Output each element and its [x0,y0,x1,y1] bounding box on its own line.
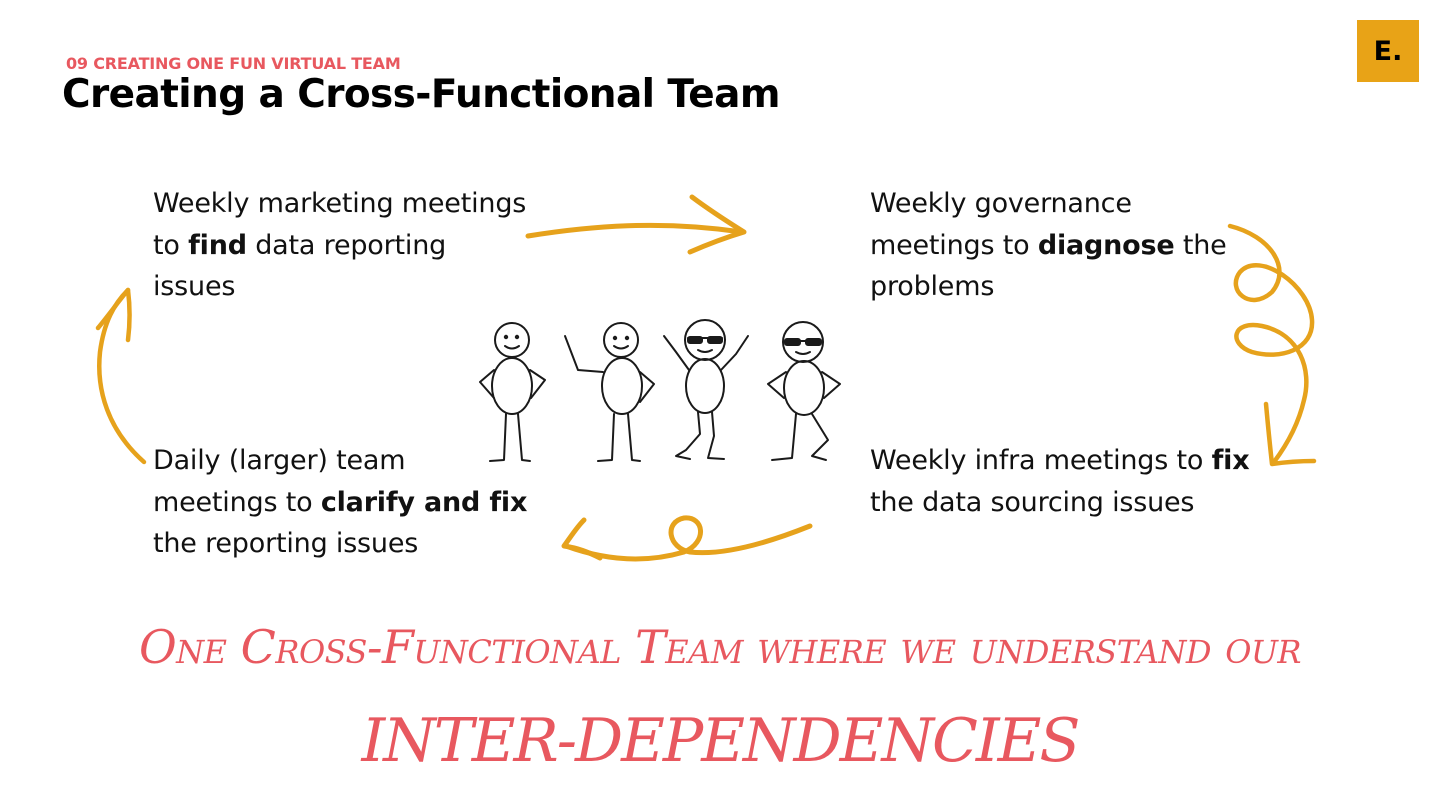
step-diagnose-bold: diagnose [1037,229,1175,261]
step-diagnose: Weekly governance meetings to diagnose t… [870,183,1250,308]
section-eyebrow: 09 CREATING ONE FUN VIRTUAL TEAM [66,54,401,73]
step-find-pre: Weekly marketing meetings to [153,188,527,261]
stick-figure-2-icon [564,322,655,462]
logo-text: E. [1373,35,1403,67]
step-clarify-fix-post: the reporting issues [153,528,419,559]
step-find-bold: find [188,229,247,261]
step-fix-sourcing-bold: fix [1211,445,1250,476]
tagline-line-1: One Cross-Functional Team where we under… [138,620,1302,674]
step-clarify-fix: Daily (larger) team meetings to clarify … [153,440,533,565]
arrow-up-icon [95,287,147,465]
step-fix-sourcing: Weekly infra meetings to fix the data so… [870,440,1250,523]
brand-logo: E. [1357,20,1419,82]
step-find-post: data reporting issues [153,229,447,303]
loop-arrow-left-icon [561,515,813,562]
step-fix-sourcing-pre: Weekly infra meetings to [870,445,1212,476]
step-clarify-fix-bold: clarify and fix [320,486,528,518]
step-fix-sourcing-post: the data sourcing issues [870,486,1195,518]
tagline-line-2: INTER-DEPENDENCIES [361,706,1081,776]
page-title: Creating a Cross-Functional Team [62,72,780,117]
stick-figure-team-icon [479,319,841,462]
stick-figure-4-icon [767,321,841,461]
step-clarify-fix-pre: Daily (larger) team meetings to [153,445,406,518]
stick-figure-3-icon [663,319,749,460]
arrow-right-icon [525,194,747,255]
step-diagnose-post: the problems [870,229,1227,303]
step-diagnose-pre: Weekly governance meetings to [870,188,1132,261]
step-find: Weekly marketing meetings to find data r… [153,183,533,308]
